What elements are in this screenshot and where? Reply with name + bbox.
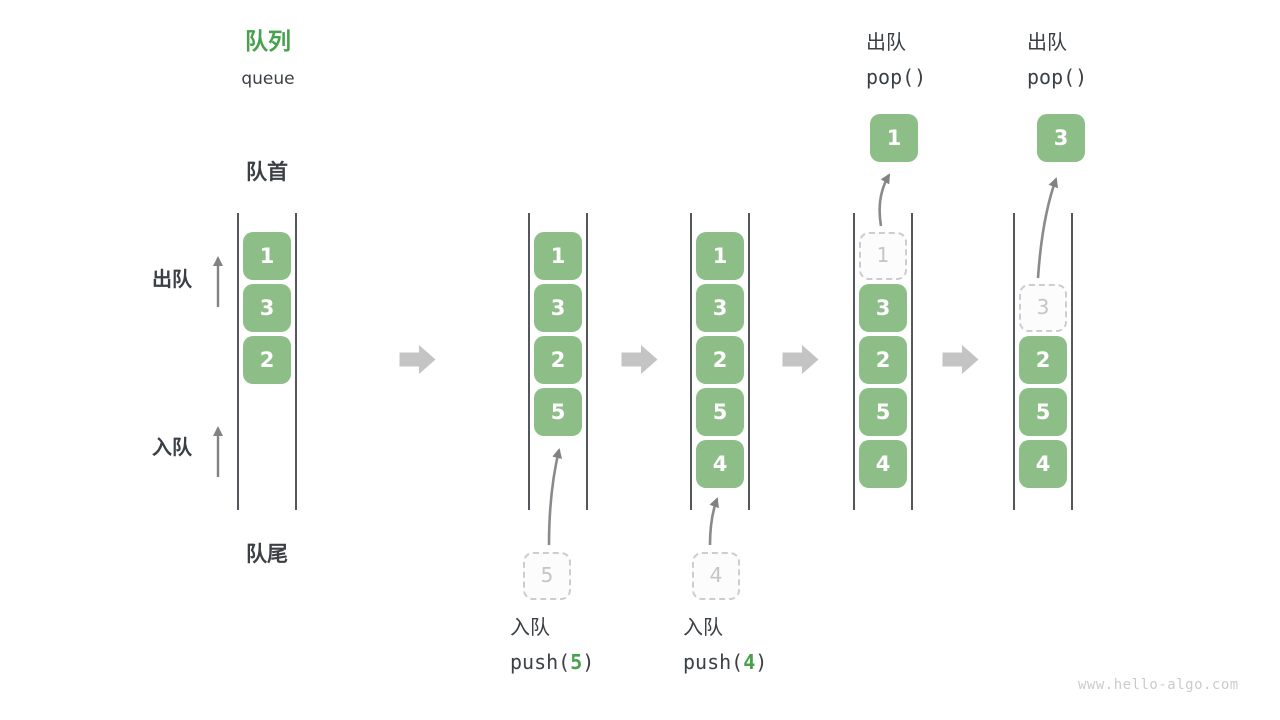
queue-item: 2 (1019, 336, 1067, 384)
queue-state-1: 1 3 2 (237, 213, 297, 510)
queue-state-2: 1 3 2 5 (528, 213, 588, 510)
dequeue-side-label: 出队 (152, 267, 192, 291)
enqueue-side-label: 入队 (152, 435, 192, 459)
queue-item: 3 (243, 284, 291, 332)
state-transition-arrow-icon (942, 345, 979, 374)
popped-item: 3 (1037, 114, 1085, 162)
diagram-title: 队列 queue (208, 29, 328, 90)
pop-3-operation-label: 出队 pop() (1027, 32, 1087, 87)
queue-rail-right (1071, 213, 1073, 510)
watermark: www.hello-algo.com (1078, 677, 1239, 693)
title-zh: 队列 (245, 29, 291, 55)
code-fn: push( (510, 650, 571, 674)
title-en: queue (241, 69, 295, 90)
queue-rail-left (690, 213, 692, 510)
queue-rail-right (748, 213, 750, 510)
queue-item: 3 (696, 284, 744, 332)
queue-item: 2 (859, 336, 907, 384)
code-arg: 5 (570, 650, 583, 674)
state-transition-arrow-icon (399, 345, 436, 374)
queue-item: 3 (859, 284, 907, 332)
queue-item: 2 (696, 336, 744, 384)
queue-item: 2 (534, 336, 582, 384)
queue-item: 4 (696, 440, 744, 488)
queue-rail-left (1013, 213, 1015, 510)
queue-item: 5 (859, 388, 907, 436)
removed-item-slot: 1 (859, 232, 907, 280)
pop-label-code: pop() (1027, 65, 1088, 89)
queue-item: 5 (1019, 388, 1067, 436)
queue-rail-left (528, 213, 530, 510)
pop-label-zh: 出队 (1027, 30, 1067, 54)
popped-item: 1 (870, 114, 918, 162)
queue-rail-right (586, 213, 588, 510)
queue-rail-right (911, 213, 913, 510)
push-label-zh: 入队 (510, 615, 550, 639)
pending-item: 4 (692, 552, 740, 600)
removed-item-slot: 3 (1019, 284, 1067, 332)
queue-rail-left (853, 213, 855, 510)
pending-item: 5 (523, 552, 571, 600)
push-label-zh: 入队 (683, 615, 723, 639)
queue-item: 1 (696, 232, 744, 280)
queue-rear-label: 队尾 (246, 542, 288, 566)
code-close: ) (582, 650, 595, 674)
push-label-code: push(5) (510, 652, 594, 672)
push-5-operation-label: 入队 push(5) (510, 617, 594, 672)
queue-item: 4 (859, 440, 907, 488)
queue-item: 1 (243, 232, 291, 280)
queue-rail-left (237, 213, 239, 510)
queue-state-3: 1 3 2 5 4 (690, 213, 750, 510)
push-label-code: push(4) (683, 652, 767, 672)
code-close: ) (755, 650, 768, 674)
queue-item: 2 (243, 336, 291, 384)
push-4-operation-label: 入队 push(4) (683, 617, 767, 672)
queue-item: 5 (696, 388, 744, 436)
queue-front-label: 队首 (246, 160, 288, 184)
queue-item: 5 (534, 388, 582, 436)
pop-label-zh: 出队 (866, 30, 906, 54)
queue-item: 1 (534, 232, 582, 280)
queue-rail-right (295, 213, 297, 510)
state-transition-arrow-icon (782, 345, 819, 374)
state-transition-arrow-icon (621, 345, 658, 374)
pop-label-code: pop() (866, 65, 927, 89)
code-fn: push( (683, 650, 744, 674)
queue-state-5: 3 2 5 4 (1013, 213, 1073, 510)
code-arg: 4 (743, 650, 756, 674)
pop-1-operation-label: 出队 pop() (866, 32, 926, 87)
queue-item: 3 (534, 284, 582, 332)
queue-item: 4 (1019, 440, 1067, 488)
queue-state-4: 1 3 2 5 4 (853, 213, 913, 510)
